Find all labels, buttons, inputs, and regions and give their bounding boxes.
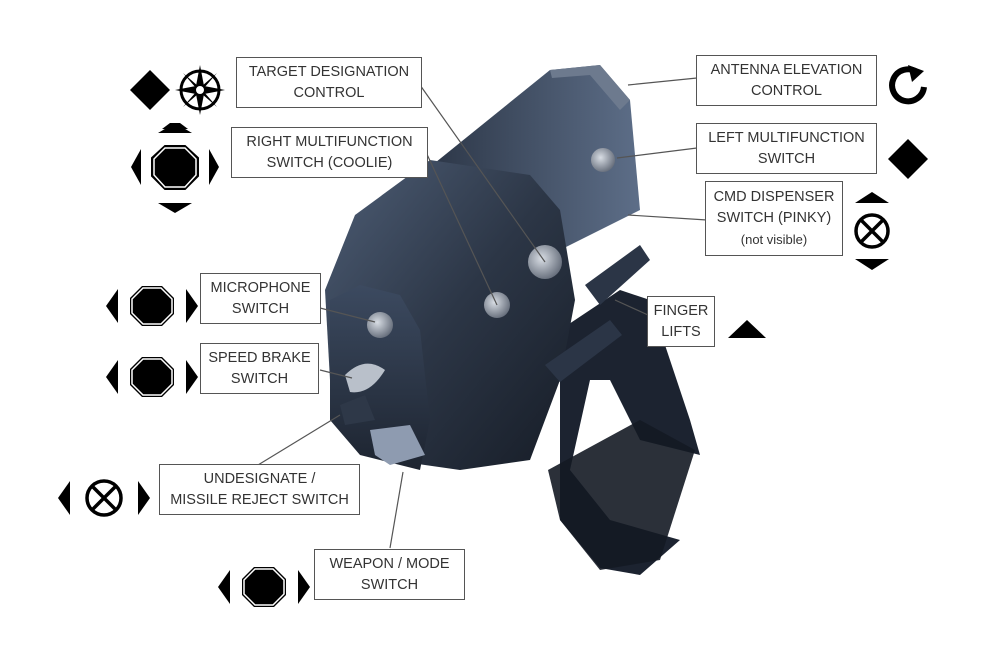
left-multifunction-knob (591, 148, 615, 172)
left-multifunction-line1: LEFT MULTIFUNCTION (708, 129, 865, 146)
antenna-wheel (550, 65, 630, 110)
finger-lifts-line2: LIFTS (661, 323, 701, 340)
left-multifunction-line2: SWITCH (757, 150, 816, 167)
left-right-octagon-icon (218, 567, 310, 607)
undesignate-label: UNDESIGNATE / MISSILE REJECT SWITCH (159, 464, 360, 515)
weapon-mode-knob (370, 425, 425, 465)
diamond-icon (888, 139, 928, 179)
speed-brake-line2: SWITCH (230, 370, 289, 387)
undesignate-line2: MISSILE REJECT SWITCH (170, 491, 349, 508)
target-designation-line1: TARGET DESIGNATION (248, 63, 410, 80)
leader-cmd-dispenser (627, 214, 708, 221)
up-down-cross-icon (854, 192, 890, 270)
weapon-mode-line2: SWITCH (360, 576, 419, 593)
leader-antenna-elevation (627, 77, 698, 86)
left-multifunction-label: LEFT MULTIFUNCTION SWITCH (696, 123, 877, 174)
cmd-dispenser-label: CMD DISPENSER SWITCH (PINKY) (not visibl… (705, 181, 843, 256)
target-designation-label: TARGET DESIGNATION CONTROL (236, 57, 422, 108)
leader-weapon-mode (389, 471, 404, 549)
weapon-mode-label: WEAPON / MODE SWITCH (314, 549, 465, 600)
rotate-arrow-icon (889, 65, 927, 105)
finger-lifts-label: FINGER LIFTS (647, 296, 715, 347)
speed-brake-label: SPEED BRAKE SWITCH (200, 343, 319, 394)
right-multifunction-line1: RIGHT MULTIFUNCTION (246, 133, 413, 150)
grip-base-strap (548, 420, 695, 570)
antenna-elevation-line2: CONTROL (751, 82, 822, 99)
undesignate-knob (340, 395, 375, 425)
microphone-knob (367, 312, 393, 338)
microphone-line1: MICROPHONE (210, 279, 311, 296)
leader-target-designation (419, 84, 546, 263)
antenna-elevation-line1: ANTENNA ELEVATION (710, 61, 863, 78)
leader-microphone (319, 307, 376, 323)
left-right-octagon-icon (106, 286, 198, 326)
right-multifunction-label: RIGHT MULTIFUNCTION SWITCH (COOLIE) (231, 127, 428, 178)
leader-undesignate (257, 414, 341, 466)
finger-lift-upper (585, 245, 650, 305)
target-designation-line2: CONTROL (293, 84, 365, 101)
leader-left-multifunction (616, 147, 698, 159)
compass-slew-icon (175, 65, 225, 115)
left-right-octagon-icon (106, 357, 198, 397)
leader-right-multifunction (424, 149, 498, 306)
diamond-icon (130, 70, 170, 110)
cmd-dispenser-line3: (not visible) (740, 232, 808, 247)
undesignate-line1: UNDESIGNATE / (203, 470, 316, 487)
cmd-dispenser-line1: CMD DISPENSER (713, 189, 835, 205)
weapon-mode-line1: WEAPON / MODE (329, 555, 450, 572)
antenna-elevation-label: ANTENNA ELEVATION CONTROL (696, 55, 877, 106)
left-right-cross-icon (58, 479, 150, 517)
finger-lift-lower (545, 320, 622, 382)
leader-speed-brake (319, 369, 353, 379)
speed-brake-knob (345, 363, 385, 393)
speed-brake-line1: SPEED BRAKE (208, 349, 311, 366)
finger-lifts-line1: FINGER (653, 302, 709, 319)
grip-face (330, 285, 430, 470)
right-multifunction-line2: SWITCH (COOLIE) (266, 154, 393, 171)
microphone-label: MICROPHONE SWITCH (200, 273, 321, 324)
microphone-line2: SWITCH (231, 300, 290, 317)
four-way-octagon-icon (131, 123, 219, 213)
up-arrow-icon (728, 320, 766, 338)
cmd-dispenser-line2: SWITCH (PINKY) (716, 210, 832, 226)
leader-finger-lifts (614, 299, 649, 316)
